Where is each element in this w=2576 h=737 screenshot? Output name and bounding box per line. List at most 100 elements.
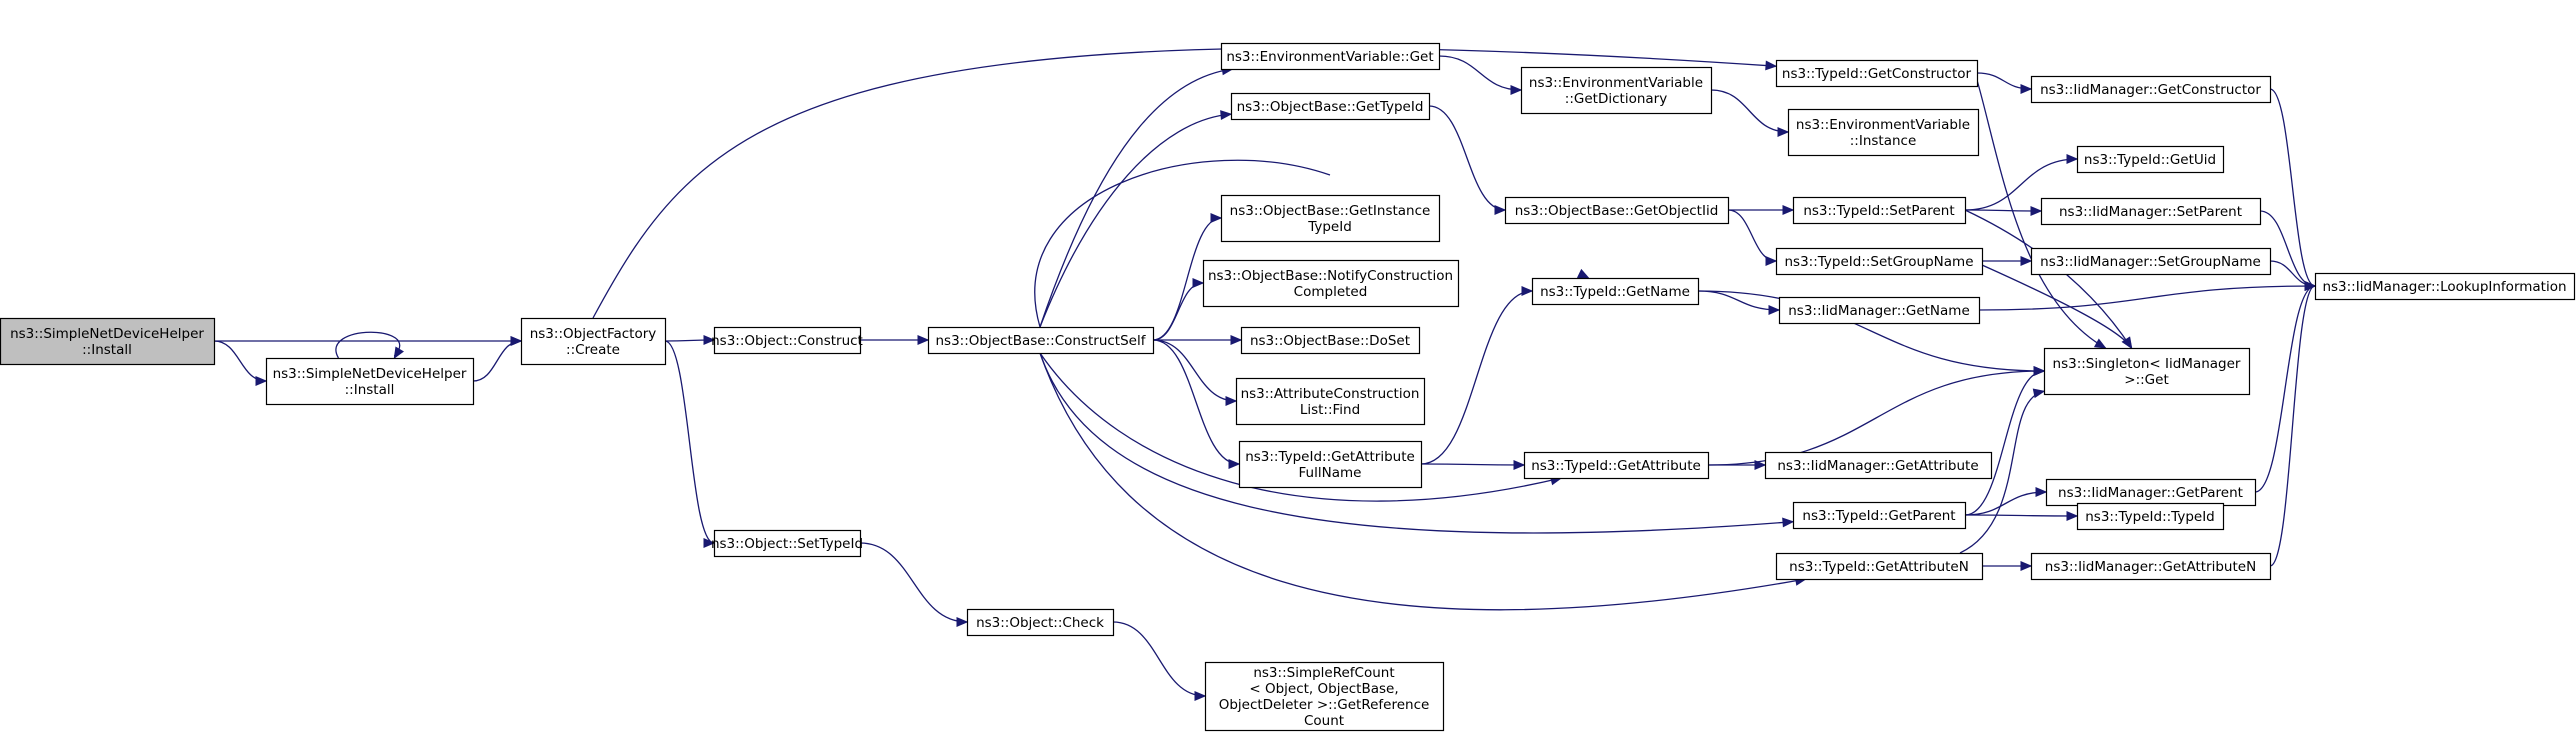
node-iid-getattributen[interactable]: ns3::IidManager::GetAttributeN [2030,552,2272,581]
edge-line [1039,352,1562,502]
node-tid-getname[interactable]: ns3::TypeId::GetName [1531,277,1700,306]
node-ob-gettypeid[interactable]: ns3::ObjectBase::GetTypeId [1230,92,1431,121]
edge-iid_getattributen-to-iid_lookupinfo [2269,281,2317,567]
node-tid-setparent[interactable]: ns3::TypeId::SetParent [1792,196,1967,225]
node-label: ns3::ObjectBase::NotifyConstruction [1208,268,1453,284]
node-label: ns3::Object::Construct [711,333,863,349]
node-obj-construct[interactable]: ns3::Object::Construct [711,326,863,355]
edge-line [859,542,968,623]
node-label: ns3::TypeId::GetParent [1802,508,1955,524]
node-box [2314,272,2576,301]
edge-line [664,340,715,544]
node-label: ns3::IidManager::SetParent [2059,204,2242,220]
node-label: ::Create [566,342,620,358]
edge-arrowhead [2066,154,2079,164]
node-iid-getparent[interactable]: ns3::IidManager::GetParent [2045,478,2257,507]
node-ob-doset[interactable]: ns3::ObjectBase::DoSet [1240,326,1421,355]
node-simplerefcount[interactable]: ns3::SimpleRefCount< Object, ObjectBase,… [1204,661,1445,732]
node-label: ::Install [345,382,395,398]
edge-tid_getattributen-to-singleton_get [1959,388,2046,554]
edge-arrowhead [1510,85,1523,95]
node-sndh-install-root[interactable]: ns3::SimpleNetDeviceHelper::Install [0,317,216,366]
node-envvar-getdict[interactable]: ns3::EnvironmentVariable::GetDictionary [1520,66,1713,115]
node-iid-lookupinfo[interactable]: ns3::IidManager::LookupInformation [2314,272,2576,301]
edge-arrowhead [1210,213,1223,223]
node-tid-setgroupname[interactable]: ns3::TypeId::SetGroupName [1775,247,1984,276]
edge-line [1420,290,1533,465]
node-tid-getattributen[interactable]: ns3::TypeId::GetAttributeN [1775,552,1984,581]
node-tid-getconstructor[interactable]: ns3::TypeId::GetConstructor [1775,59,1979,88]
node-tid-getattribute[interactable]: ns3::TypeId::GetAttribute [1523,451,1710,480]
node-obj-check[interactable]: ns3::Object::Check [966,608,1115,637]
node-box [1764,451,1993,480]
node-label: FullName [1299,465,1362,481]
node-envvar-instance[interactable]: ns3::EnvironmentVariable::Instance [1787,108,1980,157]
edge-line [335,331,401,359]
edge-arrowhead [2032,388,2046,399]
edge-tid_setparent-to-iid_setparent [1964,206,2043,216]
node-iid-setparent[interactable]: ns3::IidManager::SetParent [2040,197,2262,226]
edge-arrowhead [255,376,268,386]
edge-arrowhead [1230,335,1243,345]
node-label: ns3::ObjectBase::GetInstance [1230,203,1431,219]
edge-line [1964,209,2132,349]
edge-obj_settypeid-to-obj_check [859,542,969,627]
node-iid-getname[interactable]: ns3::IidManager::GetName [1778,296,1981,325]
node-box [2030,552,2272,581]
node-sndh-install2[interactable]: ns3::SimpleNetDeviceHelper::Install [265,357,475,406]
edge-tid_getattrfullname-to-tid_getname [1420,286,1534,465]
edge-ob_constructself-to-ob_doset [1153,335,1243,345]
node-obj-settypeid[interactable]: ns3::Object::SetTypeId [711,529,863,558]
node-box [1220,194,1441,243]
edge-tid_getattributen-to-iid_getattributen [1981,561,2033,571]
node-iid-getconstructor[interactable]: ns3::IidManager::GetConstructor [2030,75,2272,104]
edge-line [2254,285,2316,493]
node-ob-constructself[interactable]: ns3::ObjectBase::ConstructSelf [927,326,1155,355]
node-box [2040,197,2262,226]
nodes-layer: ns3::SimpleNetDeviceHelper::Installns3::… [0,42,2576,732]
node-box [1775,59,1979,88]
edge-sndh_install2-to-of_create [472,336,523,382]
edge-arrowhead [956,617,969,627]
node-label: ns3::SimpleNetDeviceHelper [273,366,467,382]
node-box [2030,247,2272,276]
node-box [265,357,475,406]
node-ob-getobjectiid[interactable]: ns3::ObjectBase::GetObjectIid [1504,196,1730,225]
edge-tid_getattribute-to-iid_getattribute [1708,460,1767,470]
edge-arrowhead [2035,487,2048,497]
edge-ob_getobjectiid-to-tid_setgroupname [1727,209,1778,266]
node-box [1775,247,1984,276]
edge-arrowhead [1494,205,1507,215]
node-ob-notify[interactable]: ns3::ObjectBase::NotifyConstructionCompl… [1202,259,1460,308]
edge-arrowhead [1765,256,1778,266]
edge-line [1710,89,1789,133]
node-label: ns3::TypeId::SetParent [1803,203,1954,219]
node-tid-getparent[interactable]: ns3::TypeId::GetParent [1792,501,1967,530]
node-label: Completed [1294,284,1368,300]
edge-line [1964,209,2042,212]
node-iid-getattribute[interactable]: ns3::IidManager::GetAttribute [1764,451,1993,480]
node-label: ns3::ObjectBase::DoSet [1250,333,1410,349]
edge-ob_constructself-to-ob_notify [1152,278,1205,341]
node-tid-getuid[interactable]: ns3::TypeId::GetUid [2076,145,2225,174]
node-iid-setgroupname[interactable]: ns3::IidManager::SetGroupName [2030,247,2272,276]
node-label: ns3::TypeId::TypeId [2085,509,2215,525]
edge-arrowhead [1576,268,1590,279]
node-box [927,326,1155,355]
node-label: ns3::TypeId::GetName [1540,284,1690,300]
node-box [1202,259,1460,308]
edge-line [1727,209,1777,262]
node-of-create[interactable]: ns3::ObjectFactory::Create [520,317,667,366]
edge-tid_getconstructor-to-iid_getconstructor [1976,72,2033,94]
node-box [1778,296,1981,325]
node-tid-typeid[interactable]: ns3::TypeId::TypeId [2076,502,2225,531]
node-label: Count [1304,713,1344,729]
node-envvar-get[interactable]: ns3::EnvironmentVariable::Get [1220,42,1441,71]
edge-tid_getparent-to-singleton_get [1964,366,2046,516]
node-label: ns3::SimpleRefCount [1253,665,1394,681]
node-label: ns3::IidManager::GetName [1788,303,1970,319]
node-singleton-get[interactable]: ns3::Singleton< IidManager >::Get [2043,347,2251,396]
